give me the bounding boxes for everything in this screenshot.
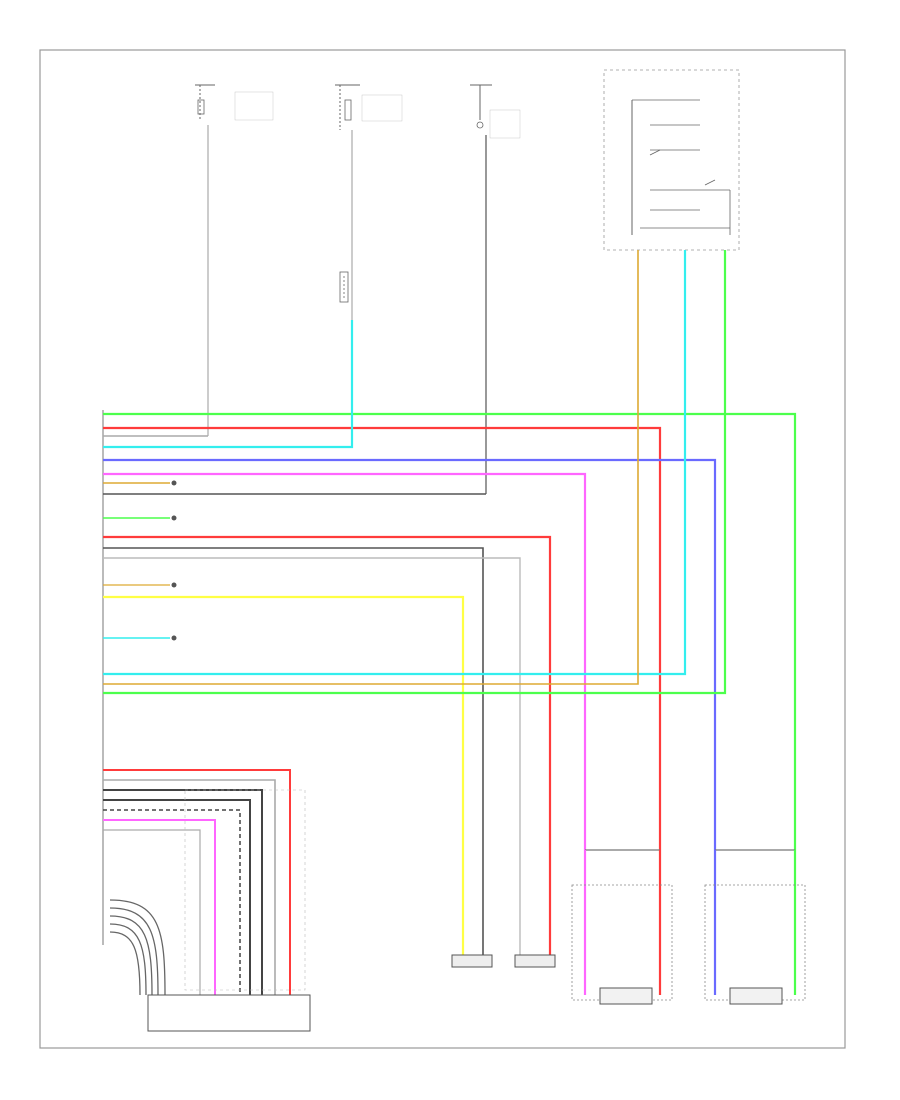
speaker-housing-lf <box>571 884 673 1005</box>
main-wires <box>103 250 797 955</box>
speaker-column-wires <box>583 849 797 995</box>
junction-connector <box>339 271 349 303</box>
amplifier-unit <box>147 994 311 1032</box>
speaker-tweeter-lf <box>451 954 493 968</box>
curved-harness <box>109 899 166 996</box>
speaker-housing-rf <box>704 884 806 1005</box>
antenna-block <box>470 84 521 139</box>
diagram-frame <box>39 49 846 1049</box>
lower-harness-wires <box>103 769 291 995</box>
steering-switch-box <box>603 69 740 251</box>
speaker-tweeter-rf <box>514 954 556 968</box>
amplifier-boundary <box>184 789 306 991</box>
ground-markers <box>171 480 177 641</box>
fuse-block-left <box>195 84 274 121</box>
fuse-block-mid <box>335 84 403 130</box>
